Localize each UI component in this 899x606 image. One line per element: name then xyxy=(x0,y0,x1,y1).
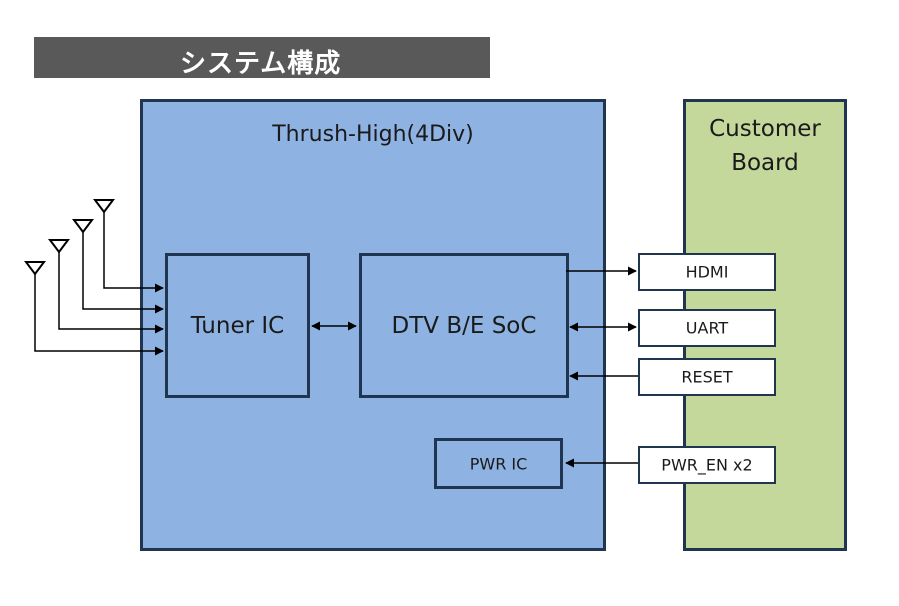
antenna-icon xyxy=(48,239,164,334)
title-bar: システム構成 xyxy=(34,37,490,79)
pwr-en-signal-box: PWR_EN x2 xyxy=(638,446,776,484)
hdmi-signal-box: HDMI xyxy=(638,253,776,291)
antenna-icon xyxy=(24,261,164,356)
hdmi-label: HDMI xyxy=(685,262,729,282)
customer-board-label: Customer Board xyxy=(709,116,821,176)
uart-label: UART xyxy=(685,318,729,338)
pwr-ic-label: PWR IC xyxy=(469,454,528,473)
antenna-icon xyxy=(72,219,164,314)
tuner-ic-label: Tuner IC xyxy=(190,312,285,339)
pwr-en-label: PWR_EN x2 xyxy=(661,455,753,475)
tuner-ic-block: Tuner IC xyxy=(165,253,310,398)
page-title: システム構成 xyxy=(180,49,342,79)
main-board-label: Thrush-High(4Div) xyxy=(272,122,474,147)
soc-label: DTV B/E SoC xyxy=(391,312,537,339)
soc-block: DTV B/E SoC xyxy=(359,253,569,398)
pwr-ic-block: PWR IC xyxy=(434,438,563,489)
uart-signal-box: UART xyxy=(638,309,776,347)
reset-label: RESET xyxy=(681,367,733,387)
reset-signal-box: RESET xyxy=(638,358,776,396)
antenna-icon xyxy=(93,199,164,293)
